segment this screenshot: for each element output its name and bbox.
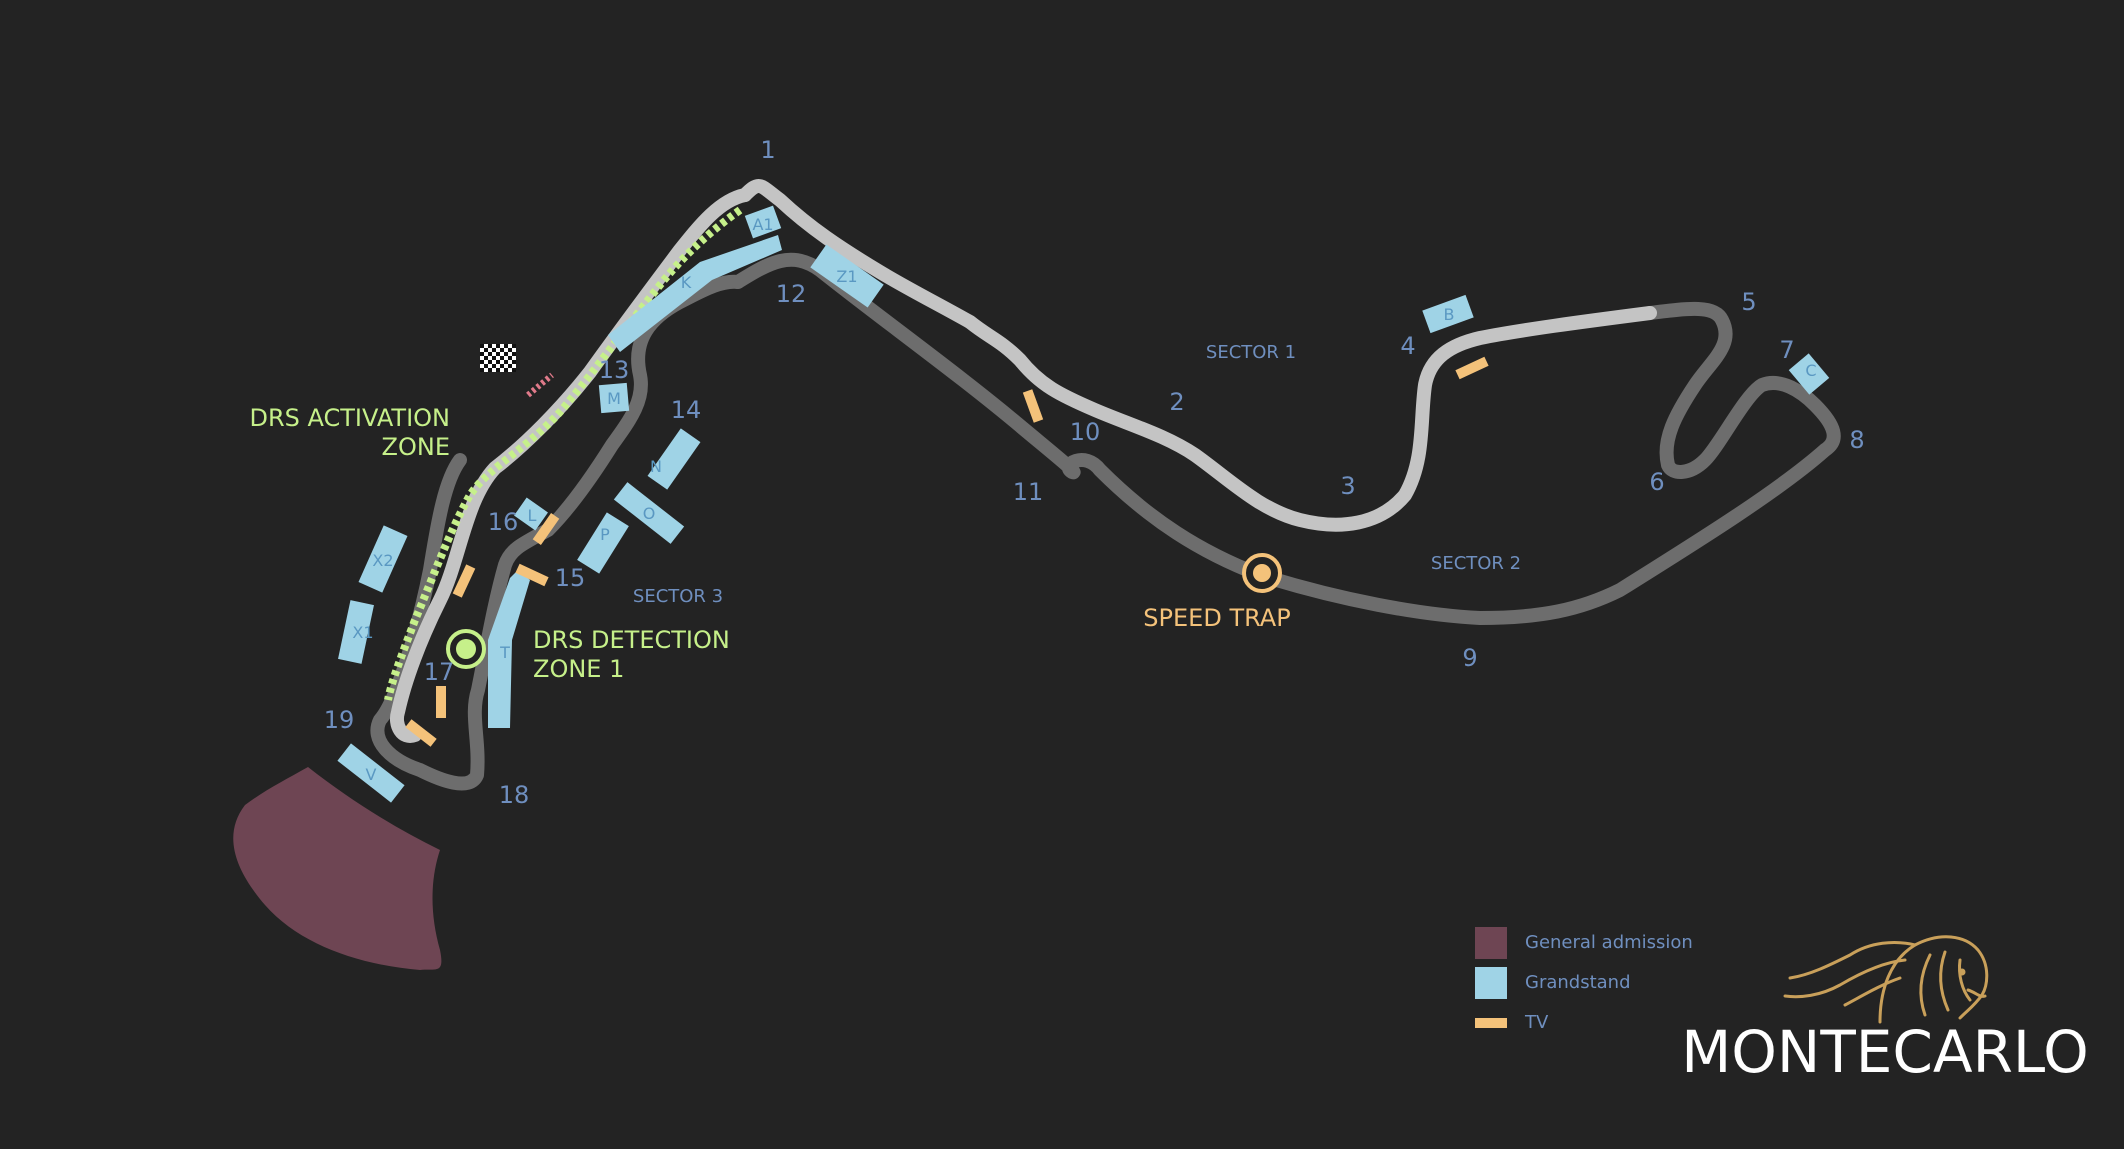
tv-marker <box>1022 389 1044 423</box>
drs-activation-label-line1: DRS ACTIVATION <box>249 404 450 432</box>
grandstand-o <box>613 482 685 544</box>
grandstand-label-x1: X1 <box>352 623 373 642</box>
drs-detection-label-line2: ZONE 1 <box>533 655 624 683</box>
sector-2-label: SECTOR 2 <box>1431 553 1521 574</box>
turn-3: 3 <box>1340 472 1355 500</box>
legend-swatch-tv <box>1475 1018 1507 1028</box>
turn-6: 6 <box>1649 468 1664 496</box>
speed-trap-label: SPEED TRAP <box>1143 604 1290 632</box>
grandstand-label-x2: X2 <box>372 551 393 570</box>
drs-detection-icon <box>446 629 486 669</box>
grandstand-p <box>577 512 629 574</box>
grandstand-label-o: O <box>643 504 656 523</box>
grandstand-label-v: V <box>366 765 377 784</box>
grandstand-z1 <box>810 244 884 308</box>
turn-19: 19 <box>324 706 355 734</box>
grandstand-a1 <box>744 205 782 239</box>
grandstands <box>337 205 1830 803</box>
turn-numbers: 1 2 3 4 5 6 7 8 9 10 11 12 13 14 15 16 1… <box>324 136 1865 809</box>
drs-activation-zone <box>384 206 743 701</box>
grandstand-label-a1: A1 <box>752 215 773 234</box>
grandstand-l <box>514 497 548 531</box>
turn-11: 11 <box>1013 478 1044 506</box>
turn-4: 4 <box>1400 332 1415 360</box>
turn-17: 17 <box>424 658 455 686</box>
grandstand-label-l: L <box>528 506 537 525</box>
sector-3-label: SECTOR 3 <box>633 586 723 607</box>
drs-activation-label-line2: ZONE <box>382 433 450 461</box>
turn-2: 2 <box>1169 388 1184 416</box>
turn-9: 9 <box>1462 644 1477 672</box>
grandstand-label-b: B <box>1444 305 1455 324</box>
tv-marker <box>1455 356 1489 380</box>
checkered-flag-icon <box>480 344 516 372</box>
tv-marker <box>515 563 549 587</box>
turn-15: 15 <box>555 564 586 592</box>
grandstand-k <box>608 235 782 352</box>
sector-1-label: SECTOR 1 <box>1206 342 1296 363</box>
grandstand-label-c: C <box>1805 361 1816 380</box>
legend-swatch-general-admission <box>1475 927 1507 959</box>
grandstand-label-m: M <box>607 389 621 408</box>
lion-logo-icon <box>1783 935 1989 1024</box>
turn-1: 1 <box>760 136 775 164</box>
grandstand-label-z1: Z1 <box>836 267 857 286</box>
grandstand-labels: A1 B C K M N O P L T V X1 X2 Z1 <box>352 215 1816 784</box>
montecarlo-wordmark: MONTECARLO <box>1681 1018 2089 1086</box>
legend-label-grandstand: Grandstand <box>1525 972 1631 993</box>
grandstand-b <box>1422 294 1474 334</box>
grandstand-label-p: P <box>600 525 610 544</box>
track-sector-2 <box>731 252 1841 625</box>
grandstand-x1 <box>338 600 374 664</box>
turn-14: 14 <box>671 396 702 424</box>
speed-trap-icon <box>1242 553 1282 593</box>
general-admission-area <box>233 767 442 970</box>
grandstand-v <box>337 743 405 803</box>
tv-marker <box>436 686 446 718</box>
grandstand-m <box>598 382 630 414</box>
grandstand-label-n: N <box>650 457 662 476</box>
start-finish-line <box>526 372 554 398</box>
legend-swatch-grandstand <box>1475 967 1507 999</box>
tv-marker <box>405 719 437 747</box>
legend-label-tv: TV <box>1524 1012 1549 1033</box>
turn-12: 12 <box>776 280 807 308</box>
grandstand-label-k: K <box>681 273 692 292</box>
grandstand-label-t: T <box>499 643 510 662</box>
turn-10: 10 <box>1070 418 1101 446</box>
grandstand-n <box>647 428 701 490</box>
tv-marker <box>532 513 560 545</box>
turn-8: 8 <box>1849 426 1864 454</box>
tv-positions <box>405 356 1489 747</box>
turn-18: 18 <box>499 781 530 809</box>
grandstand-c <box>1788 353 1830 395</box>
track-sector-1 <box>738 179 1657 532</box>
turn-5: 5 <box>1741 288 1756 316</box>
grandstand-t <box>488 570 530 728</box>
grandstand-x2 <box>358 525 408 593</box>
drs-detection-label-line1: DRS DETECTION <box>533 626 730 654</box>
turn-13: 13 <box>599 356 630 384</box>
track-sector-3 <box>370 274 745 791</box>
legend-label-general-admission: General admission <box>1525 932 1693 953</box>
turn-7: 7 <box>1779 336 1794 364</box>
legend: General admission Grandstand TV <box>1475 927 1693 1033</box>
tv-marker <box>452 564 476 598</box>
turn-16: 16 <box>488 508 519 536</box>
